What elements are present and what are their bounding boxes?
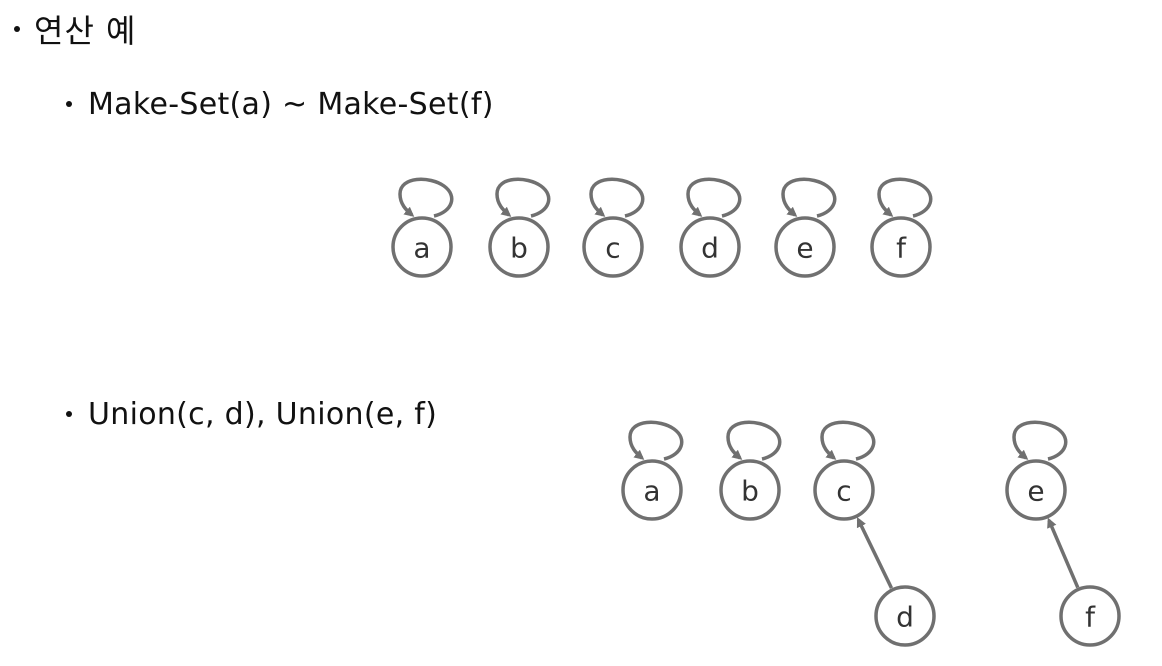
node-circle (679, 216, 741, 278)
node-label: b (510, 232, 528, 265)
node-label: d (701, 232, 719, 265)
edges-layer (398, 177, 1080, 589)
node-b: b (488, 216, 550, 278)
self-loop-e (1012, 420, 1068, 461)
bullet-dot (66, 101, 72, 107)
node-circle (870, 216, 932, 278)
node-label: c (605, 232, 620, 265)
node-circle (582, 216, 644, 278)
node-label: f (1085, 601, 1096, 634)
node-label: e (796, 232, 813, 265)
node-circle (621, 459, 683, 521)
self-loop-a (628, 420, 684, 461)
section-union: Union(c, d), Union(e, f) (66, 392, 437, 436)
bullet-dot (14, 26, 20, 32)
section-make-set: Make-Set(a) ~ Make-Set(f) (66, 82, 494, 126)
parent-edge-f-to-e (1047, 517, 1080, 589)
node-circle (774, 216, 836, 278)
self-loop-b (495, 177, 551, 218)
node-d: d (874, 585, 936, 647)
node-d: d (679, 216, 741, 278)
self-loop-c (820, 420, 876, 461)
node-circle (874, 585, 936, 647)
node-circle (1005, 459, 1067, 521)
node-f: f (870, 216, 932, 278)
self-loop-e (781, 177, 837, 218)
parent-edge-d-to-c (856, 517, 894, 589)
node-circle (719, 459, 781, 521)
self-loop-b (726, 420, 782, 461)
node-circle (813, 459, 875, 521)
bullet-dot (66, 411, 72, 417)
node-circle (1059, 585, 1121, 647)
node-label: e (1027, 475, 1044, 508)
node-e: e (774, 216, 836, 278)
node-label: f (896, 232, 907, 265)
node-e: e (1005, 459, 1067, 521)
section-label-make-set: Make-Set(a) ~ Make-Set(f) (88, 86, 494, 122)
section-label-union: Union(c, d), Union(e, f) (88, 396, 438, 432)
node-circle (488, 216, 550, 278)
node-a: a (621, 459, 683, 521)
node-label: d (896, 601, 914, 634)
node-a: a (391, 216, 453, 278)
node-c: c (813, 459, 875, 521)
self-loop-c (589, 177, 645, 218)
node-label: a (643, 475, 660, 508)
self-loop-a (398, 177, 454, 218)
node-b: b (719, 459, 781, 521)
node-label: c (836, 475, 851, 508)
self-loop-d (686, 177, 742, 218)
heading-text: 연산 예 (34, 12, 137, 50)
self-loop-f (877, 177, 933, 218)
node-label: a (413, 232, 430, 265)
nodes-layer: a b c d e f a b c e d f (391, 216, 1121, 647)
heading: 연산 예 (14, 6, 137, 52)
node-circle (391, 216, 453, 278)
node-c: c (582, 216, 644, 278)
node-label: b (741, 475, 759, 508)
node-f: f (1059, 585, 1121, 647)
